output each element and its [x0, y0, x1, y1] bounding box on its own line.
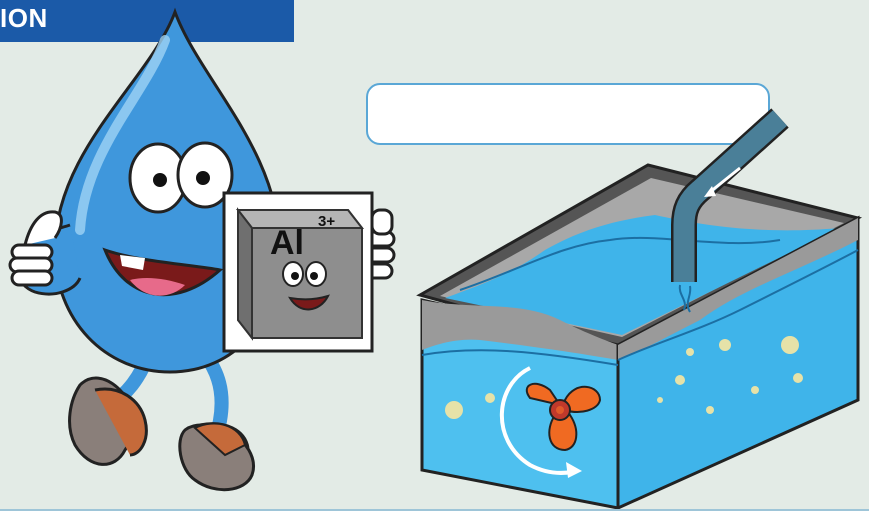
right-shoe-icon — [180, 423, 254, 489]
water-tank-icon — [420, 165, 858, 508]
element-charge: 3+ — [318, 213, 335, 230]
thumbs-up-hand-icon — [10, 212, 80, 294]
element-symbol: Al — [270, 224, 304, 262]
aluminium-card: Al 3+ — [224, 193, 372, 351]
